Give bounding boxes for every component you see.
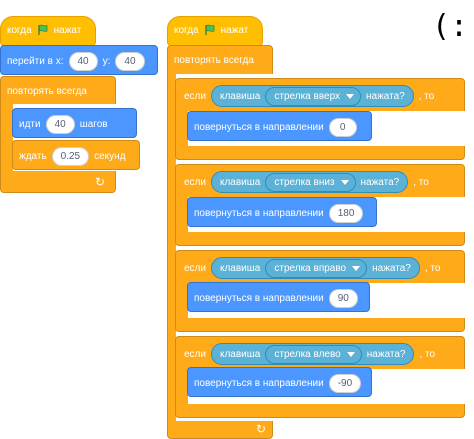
key-pressed-reporter[interactable]: клавиша стрелка вверх нажата? <box>210 85 414 107</box>
pressed-label: нажата? <box>372 262 411 274</box>
goto-xy-block[interactable]: перейти в х: 40 y: 40 <box>0 45 158 75</box>
direction-input[interactable]: 180 <box>328 204 364 223</box>
loop-arrow-icon: ↻ <box>95 175 106 189</box>
wait-seconds-input[interactable]: 0.25 <box>51 147 90 166</box>
hat-label: когда <box>7 24 32 36</box>
key-pressed-reporter[interactable]: клавиша стрелка вниз нажата? <box>210 171 409 193</box>
key-dropdown[interactable]: стрелка влево <box>265 344 362 364</box>
goto-y-label: y: <box>102 56 111 67</box>
pressed-label: нажата? <box>360 176 400 188</box>
direction-input[interactable]: 90 <box>328 289 358 308</box>
forever-label: повторять всегда <box>174 55 254 66</box>
direction-input[interactable]: 0 <box>328 118 357 137</box>
key-dropdown[interactable]: стрелка вверх <box>265 86 362 106</box>
key-value: стрелка вверх <box>274 90 341 102</box>
face-decoration: (: <box>432 9 469 44</box>
key-dropdown[interactable]: стрелка вниз <box>265 172 356 192</box>
key-value: стрелка влево <box>274 348 341 360</box>
hat-suffix: нажат <box>220 24 249 36</box>
key-label: клавиша <box>219 176 261 188</box>
key-label: клавиша <box>219 348 261 360</box>
key-dropdown[interactable]: стрелка вправо <box>265 258 368 278</box>
hat-suffix: нажат <box>53 24 82 36</box>
then-label: , то <box>413 176 429 188</box>
turn-label: повернуться в направлении <box>194 378 324 389</box>
pressed-label: нажата? <box>366 348 406 360</box>
if-label: если <box>184 90 206 102</box>
key-label: клавиша <box>219 90 261 102</box>
point-direction-block-up[interactable]: повернуться в направлении 0 <box>187 111 372 141</box>
if-label: если <box>184 176 206 188</box>
turn-label: повернуться в направлении <box>194 122 324 133</box>
move-steps-input[interactable]: 40 <box>45 115 75 134</box>
key-label: клавиша <box>219 262 261 274</box>
hat-label: когда <box>174 24 199 36</box>
turn-label: повернуться в направлении <box>194 208 324 219</box>
when-flag-clicked-hat[interactable]: когда нажат <box>0 16 96 46</box>
then-label: , то <box>419 348 436 360</box>
if-label: если <box>184 262 206 274</box>
dropdown-arrow-icon <box>346 93 355 99</box>
move-label: идти <box>19 119 41 130</box>
move-suffix: шагов <box>79 119 108 130</box>
goto-label: перейти в х: <box>7 56 64 67</box>
dropdown-arrow-icon <box>346 351 355 357</box>
dropdown-arrow-icon <box>340 179 349 185</box>
key-value: стрелка вправо <box>274 262 347 274</box>
point-direction-block-right[interactable]: повернуться в направлении 90 <box>187 282 370 312</box>
goto-y-input[interactable]: 40 <box>115 52 145 71</box>
then-label: , то <box>418 90 435 102</box>
then-label: , то <box>424 262 441 274</box>
goto-x-input[interactable]: 40 <box>68 52 98 71</box>
turn-label: повернуться в направлении <box>194 293 324 304</box>
pressed-label: нажата? <box>366 90 405 102</box>
green-flag-icon <box>37 24 49 36</box>
key-value: стрелка вниз <box>274 176 335 188</box>
key-pressed-reporter[interactable]: клавиша стрелка влево нажата? <box>210 343 415 365</box>
when-flag-clicked-hat-2[interactable]: когда нажат <box>167 16 263 46</box>
wait-block[interactable]: ждать 0.25 секунд <box>12 140 140 170</box>
if-label: если <box>184 348 206 360</box>
key-pressed-reporter[interactable]: клавиша стрелка вправо нажата? <box>210 257 420 279</box>
wait-label: ждать <box>19 151 47 162</box>
direction-input[interactable]: -90 <box>328 374 362 393</box>
wait-suffix: секунд <box>94 151 126 162</box>
point-direction-block-left[interactable]: повернуться в направлении -90 <box>187 367 372 397</box>
move-steps-block[interactable]: идти 40 шагов <box>12 108 137 138</box>
forever-label: повторять всегда <box>7 86 87 97</box>
green-flag-icon <box>204 24 216 36</box>
dropdown-arrow-icon <box>352 265 361 271</box>
point-direction-block-down[interactable]: повернуться в направлении 180 <box>187 197 377 227</box>
loop-arrow-icon: ↻ <box>256 422 267 436</box>
